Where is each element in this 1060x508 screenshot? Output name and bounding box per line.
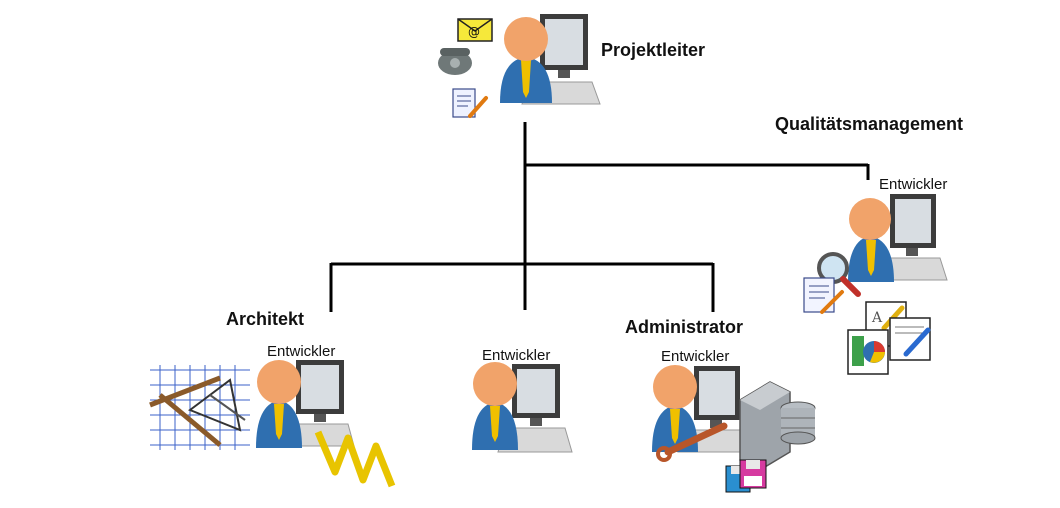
document-edit-icon: [452, 88, 488, 118]
person-computer-icon: [500, 14, 601, 105]
document-icon: [803, 277, 844, 314]
report-chart-icon: A: [847, 301, 931, 375]
svg-text:A: A: [871, 310, 883, 326]
role-label-architect: Architekt: [226, 309, 305, 329]
person-computer-icon: [652, 365, 749, 453]
role-label-administrator: Administrator: [625, 317, 744, 337]
person-computer-icon: [472, 362, 573, 453]
server-icon: [739, 381, 816, 471]
floppy-disk-icon: [725, 459, 767, 493]
svg-text:@: @: [468, 25, 480, 39]
role-label-project-lead: Projektleiter: [601, 40, 706, 60]
role-label-quality: Qualitätsmanagement: [775, 114, 964, 134]
person-computer-icon: [848, 194, 948, 282]
mail-icon: @: [457, 18, 493, 42]
wrench-icon: [656, 422, 728, 462]
developer-label-architect: Entwickler: [267, 343, 336, 360]
drafting-tools-icon: [149, 365, 250, 450]
developer-label-administrator: Entwickler: [661, 348, 730, 365]
developer-label-center: Entwickler: [482, 347, 551, 364]
folding-ruler-icon: [314, 430, 396, 488]
phone-icon: [438, 48, 472, 75]
developer-label-quality: Entwickler: [879, 176, 948, 193]
